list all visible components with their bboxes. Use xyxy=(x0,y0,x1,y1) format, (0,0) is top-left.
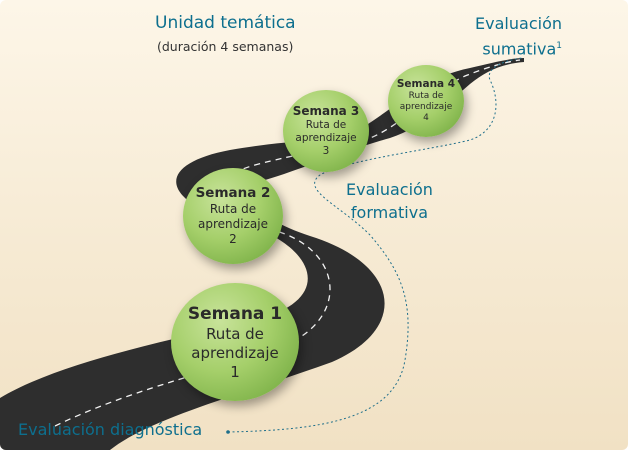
week-2-title: Semana 2 xyxy=(195,185,271,201)
week-4-line1: Ruta de xyxy=(408,91,444,101)
formative-evaluation-label: Evaluación formativa xyxy=(346,178,433,224)
evaluation-dotted-path xyxy=(227,57,523,433)
unit-title: Unidad temática xyxy=(155,13,296,33)
week-4-title: Semana 4 xyxy=(396,78,456,90)
dotted-path-start-dot xyxy=(226,430,230,434)
summative-word: sumativa xyxy=(482,39,557,59)
winding-road xyxy=(0,58,524,450)
week-1-circle: Semana 1 Ruta de aprendizaje 1 xyxy=(171,283,299,401)
summative-line2: sumativa1 xyxy=(475,35,562,60)
week-1-line1: Ruta de xyxy=(206,324,264,343)
week-2-line2: aprendizaje xyxy=(198,217,268,231)
summative-line1: Evaluación xyxy=(475,14,562,33)
formative-line2: formativa xyxy=(350,203,429,222)
week-2-circle: Semana 2 Ruta de aprendizaje 2 xyxy=(183,168,283,264)
unit-duration: (duración 4 semanas) xyxy=(157,39,294,54)
week-4-line2: aprendizaje xyxy=(399,102,453,112)
summative-footnote-mark: 1 xyxy=(556,41,562,51)
formative-line1: Evaluación xyxy=(346,180,433,199)
week-1-title: Semana 1 xyxy=(187,303,283,324)
summative-evaluation-label: Evaluación sumativa1 xyxy=(475,12,562,60)
week-3-line2: aprendizaje xyxy=(295,132,357,144)
week-3-circle: Semana 3 Ruta de aprendizaje 3 xyxy=(283,90,369,172)
week-4-circle: Semana 4 Ruta de aprendizaje 4 xyxy=(388,65,464,137)
week-4-line3: 4 xyxy=(423,113,429,123)
week-1-line3: 1 xyxy=(230,362,240,381)
week-2-line1: Ruta de xyxy=(209,202,257,216)
week-1-line2: aprendizaje xyxy=(191,343,279,362)
week-3-line1: Ruta de xyxy=(305,119,347,131)
week-3-line3: 3 xyxy=(322,145,330,157)
week-3-title: Semana 3 xyxy=(292,104,360,118)
diagnostic-evaluation-label: Evaluación diagnóstica xyxy=(18,420,203,439)
week-2-line3: 2 xyxy=(229,232,237,246)
